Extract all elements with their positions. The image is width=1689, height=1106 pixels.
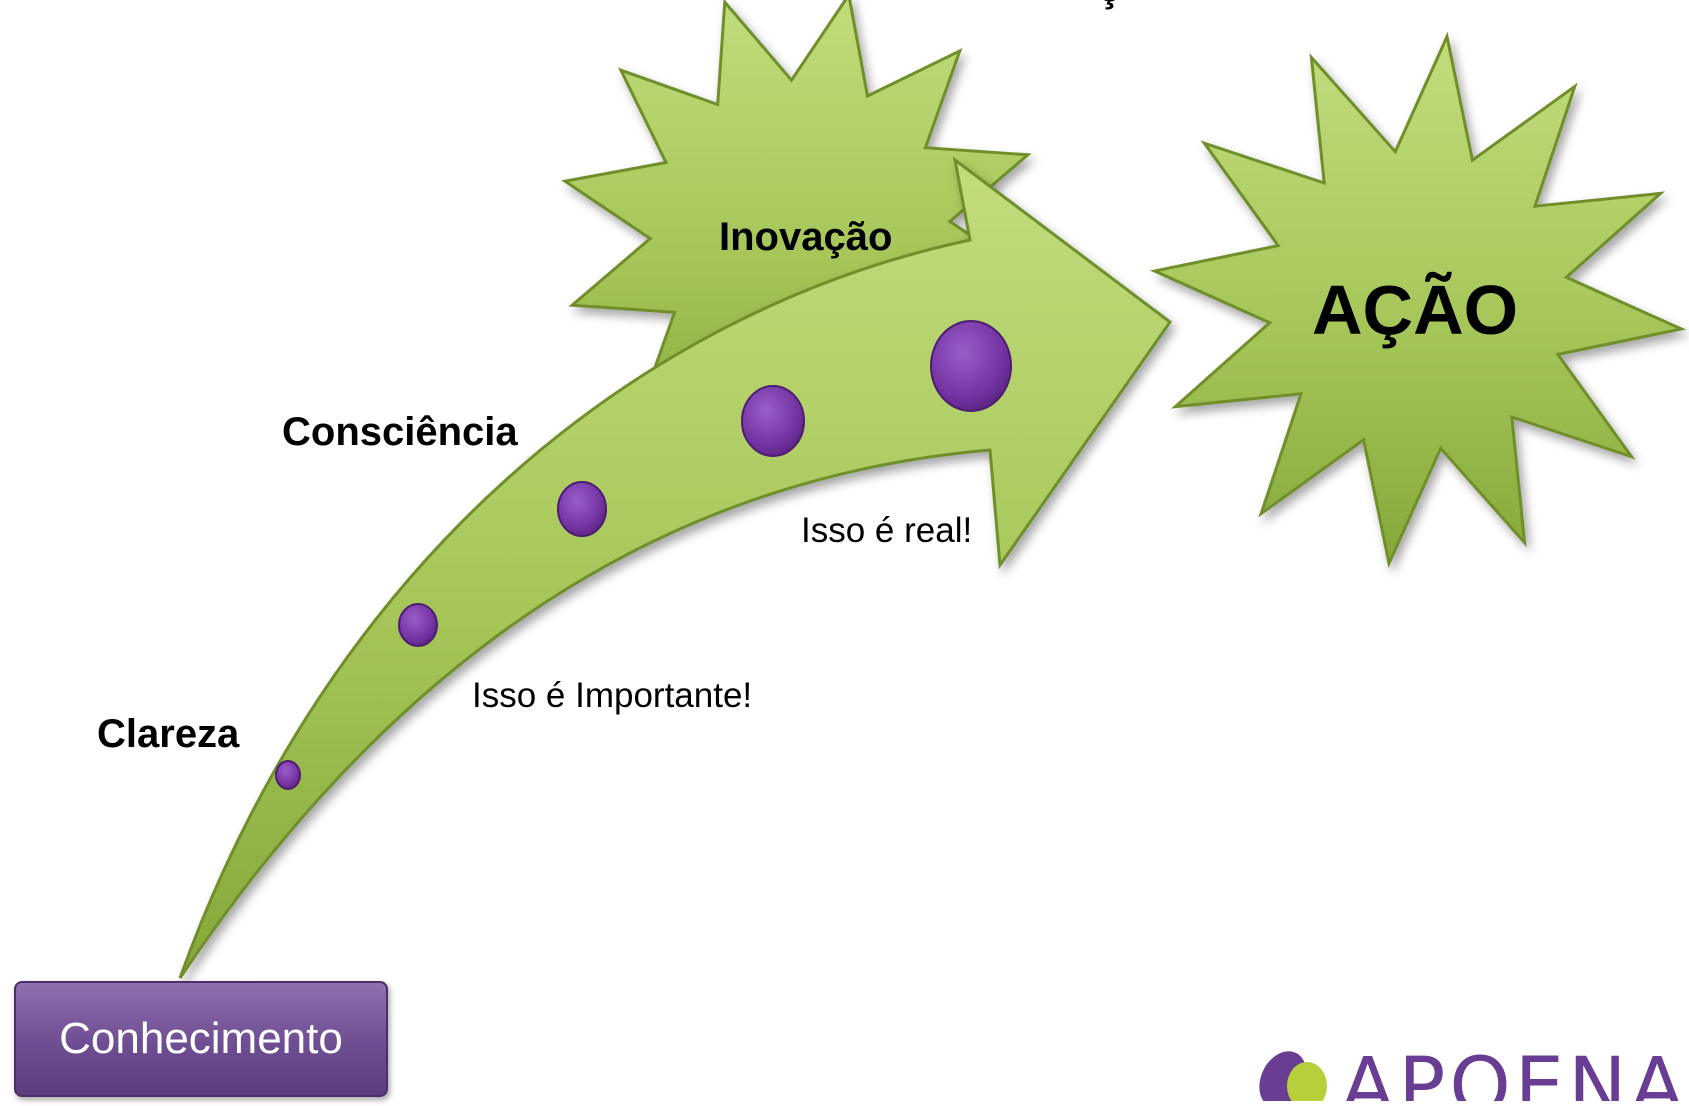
partial-title-text: ç (1098, 0, 1120, 11)
apoena-logo: APOENA (1245, 1042, 1688, 1101)
conhecimento-button[interactable]: Conhecimento (14, 981, 388, 1097)
label-isso-e-importante: Isso é Importante! (472, 676, 752, 716)
label-acao: AÇÃO (1312, 270, 1518, 350)
progress-dot (558, 482, 606, 536)
logo-mark-icon (1245, 1042, 1335, 1101)
label-inovacao: Inovação (719, 215, 892, 260)
label-consciencia: Consciência (282, 410, 518, 455)
label-clareza: Clareza (97, 712, 239, 757)
progress-dot (742, 386, 804, 456)
label-isso-e-real: Isso é real! (801, 511, 972, 551)
logo-text: APOENA (1341, 1048, 1688, 1101)
progress-dot (931, 321, 1011, 411)
progress-dot (399, 604, 437, 646)
progress-dot (276, 761, 300, 789)
